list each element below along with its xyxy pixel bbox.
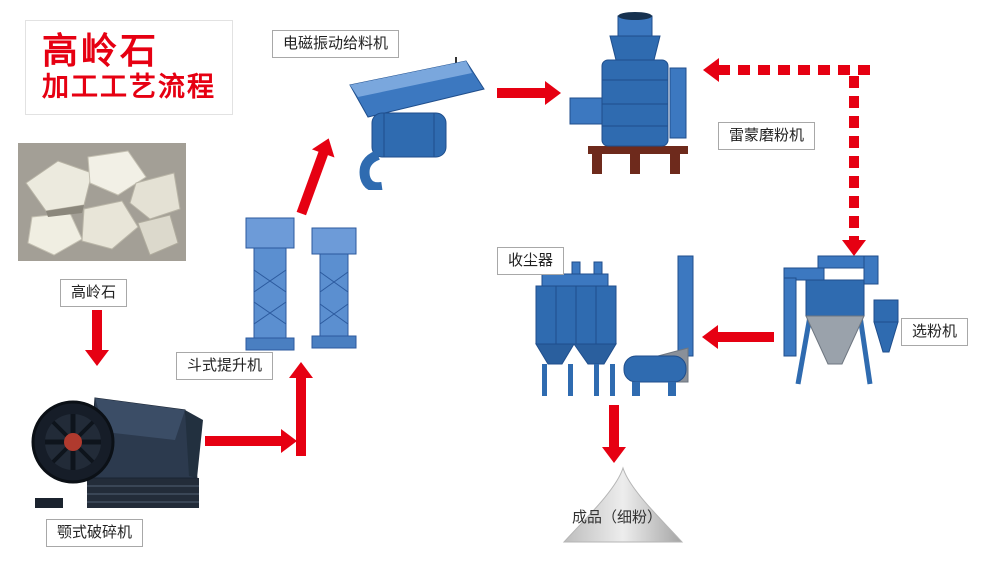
arrow-shaft bbox=[205, 436, 282, 446]
arrow-shaft bbox=[609, 405, 619, 448]
arrow-shaft bbox=[497, 88, 546, 98]
vibrating-feeder-image bbox=[338, 55, 488, 190]
arrow-shaft bbox=[296, 377, 306, 456]
arrow-head bbox=[85, 350, 109, 366]
dust-collector-image bbox=[528, 252, 708, 402]
arrow-elevator-to-feeder bbox=[289, 134, 341, 218]
arrow-shaft bbox=[92, 310, 102, 351]
arrow-head bbox=[311, 134, 340, 158]
raymond-mill-label: 雷蒙磨粉机 bbox=[718, 122, 816, 150]
bucket-elevator-image bbox=[232, 212, 372, 354]
arrow-head bbox=[602, 447, 626, 463]
arrow-shaft bbox=[849, 76, 859, 241]
arrow-classifier-to-collector bbox=[702, 324, 774, 350]
arrow-up-to-elevator bbox=[288, 362, 314, 456]
jaw-crusher-image bbox=[25, 360, 215, 515]
jaw-crusher-label: 颚式破碎机 bbox=[46, 519, 144, 547]
arrow-head bbox=[842, 240, 866, 256]
arrow-head bbox=[281, 429, 297, 453]
title-line-2: 加工工艺流程 bbox=[42, 71, 216, 102]
arrow-head bbox=[703, 58, 719, 82]
product-pile-image bbox=[558, 462, 688, 547]
bucket-elevator-label: 斗式提升机 bbox=[176, 352, 274, 380]
arrow-dashed-return-to-mill bbox=[703, 57, 878, 83]
arrow-dashed-mill-to-classifier bbox=[841, 76, 867, 256]
arrow-head bbox=[289, 362, 313, 378]
arrow-shaft bbox=[718, 65, 878, 75]
arrow-head bbox=[702, 325, 718, 349]
product-label: 成品（细粉） bbox=[572, 509, 663, 526]
arrow-feeder-to-mill bbox=[497, 80, 561, 106]
vibrating-feeder-label: 电磁振动给料机 bbox=[272, 30, 400, 58]
arrow-kaolin-to-crusher bbox=[84, 310, 110, 366]
diagram-title: 高岭石 加工工艺流程 bbox=[25, 20, 233, 116]
classifier-label: 选粉机 bbox=[901, 318, 969, 346]
classifier-image bbox=[778, 252, 913, 392]
arrow-head bbox=[545, 81, 561, 105]
arrow-collector-to-product bbox=[601, 405, 627, 463]
arrow-crusher-to-elevator bbox=[205, 428, 297, 454]
title-line-1: 高岭石 bbox=[42, 30, 160, 71]
arrow-shaft bbox=[296, 150, 329, 216]
kaolin-rocks-image bbox=[18, 143, 186, 261]
dust-collector-label: 收尘器 bbox=[497, 247, 565, 275]
arrow-shaft bbox=[717, 332, 774, 342]
kaolin-label: 高岭石 bbox=[60, 279, 128, 307]
raymond-mill-image bbox=[558, 8, 713, 178]
